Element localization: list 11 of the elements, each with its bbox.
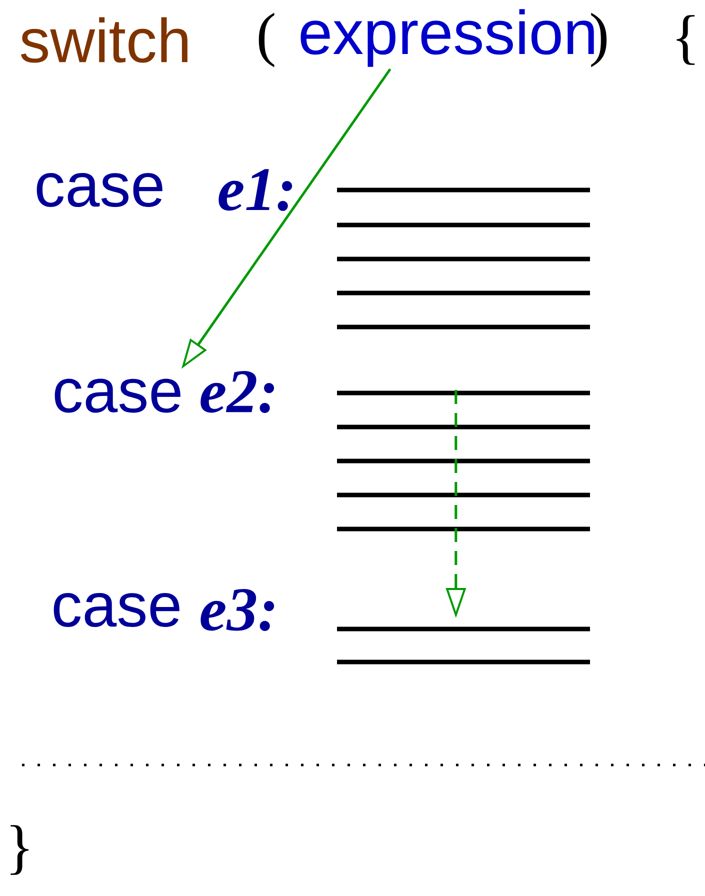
- case-value: e3:: [200, 589, 274, 631]
- parenthesis: (: [258, 12, 274, 68]
- brace: }: [10, 825, 29, 875]
- code-lines: [337, 390, 590, 532]
- brace: {: [676, 15, 695, 65]
- case-keyword: case: [54, 593, 180, 627]
- case-keyword: case: [36, 173, 162, 207]
- case-value: e1:: [218, 169, 292, 211]
- keyword: switch: [20, 17, 188, 63]
- case-label: case e2:: [54, 371, 274, 413]
- code-lines: [337, 626, 590, 664]
